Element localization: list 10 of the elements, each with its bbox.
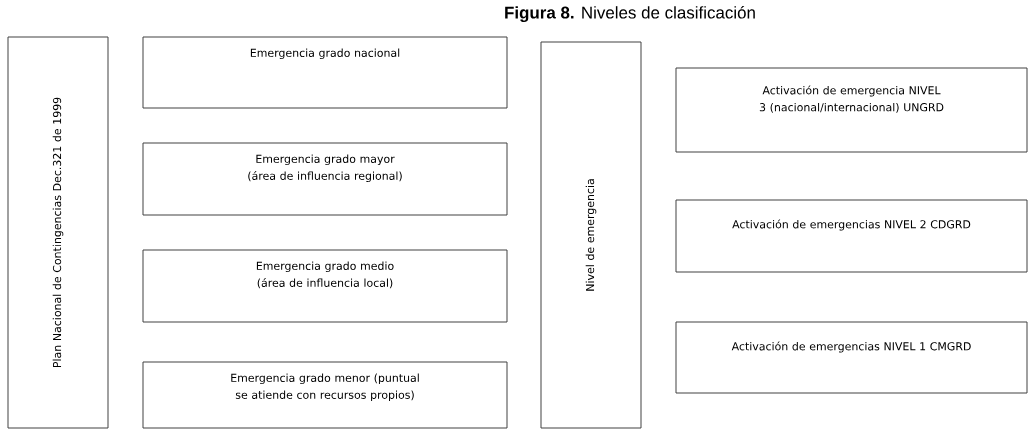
level-box: Emergencia grado medio (área de influencia local) [142, 249, 508, 323]
figure-title: Figura 8. Niveles de clasificación [505, 6, 755, 23]
label-box: Nivel de emergencia [540, 41, 642, 429]
label-box: Plan Nacional de Contingencias Dec.321 de 1999 [7, 36, 109, 429]
level-box: Emergencia grado menor (puntual se atiende con recursos propios) [142, 361, 508, 429]
level-box: Emergencia grado nacional [142, 36, 508, 109]
level-box: Emergencia grado mayor (área de influencia regional) [142, 142, 508, 216]
level-box: Activación de emergencias NIVEL 1 CMGRD [675, 321, 1028, 394]
level-box: Activación de emergencias NIVEL 2 CDGRD [675, 199, 1028, 273]
level-box: Activación de emergencia NIVEL 3 (nacional/internacional) UNGRD [675, 67, 1028, 153]
